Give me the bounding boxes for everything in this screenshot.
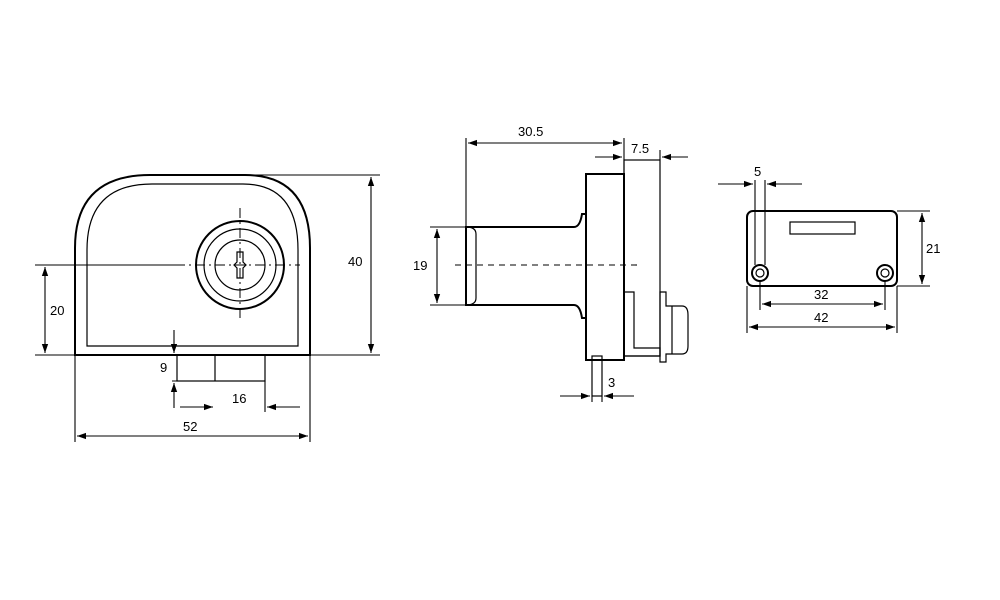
bottom-slot bbox=[789, 221, 856, 235]
side-view: 30.5 7.5 19 3 bbox=[413, 124, 689, 402]
side-latch-knob bbox=[659, 291, 689, 363]
side-body bbox=[623, 159, 661, 357]
side-latch-bracket bbox=[623, 291, 661, 357]
dim-bottom-hole-label: 5 bbox=[754, 164, 761, 179]
bottom-hole-left-inner bbox=[755, 268, 765, 278]
side-cylinder bbox=[465, 213, 587, 319]
bottom-hole-right-inner bbox=[880, 268, 890, 278]
dim-side-cylinder-length-label: 30.5 bbox=[518, 124, 543, 139]
dim-bottom-height-label: 21 bbox=[926, 241, 940, 256]
front-bottom-tab bbox=[176, 354, 266, 382]
side-bottom-plate bbox=[591, 355, 603, 397]
dim-bottom-hole-spacing-label: 32 bbox=[814, 287, 828, 302]
front-view: 40 20 9 16 52 bbox=[35, 174, 380, 442]
front-body-inner-outline bbox=[86, 183, 299, 347]
dim-front-tab-height-label: 9 bbox=[160, 360, 167, 375]
dim-front-height-label: 40 bbox=[348, 254, 362, 269]
bottom-view: 5 21 32 42 bbox=[718, 164, 940, 333]
bottom-hole-left-outer bbox=[751, 264, 769, 282]
dim-front-tab-width-label: 16 bbox=[232, 391, 246, 406]
dim-side-flange-label: 7.5 bbox=[631, 141, 649, 156]
bottom-plate-outline bbox=[746, 210, 898, 287]
side-cylinder-face bbox=[465, 226, 477, 306]
dim-front-center-height-label: 20 bbox=[50, 303, 64, 318]
dim-side-diameter-label: 19 bbox=[413, 258, 427, 273]
keyhole-icon bbox=[233, 251, 247, 279]
bottom-hole-right-outer bbox=[876, 264, 894, 282]
dim-front-width-label: 52 bbox=[183, 419, 197, 434]
side-flange bbox=[585, 173, 625, 361]
dim-bottom-width-label: 42 bbox=[814, 310, 828, 325]
dim-side-plate-label: 3 bbox=[608, 375, 615, 390]
